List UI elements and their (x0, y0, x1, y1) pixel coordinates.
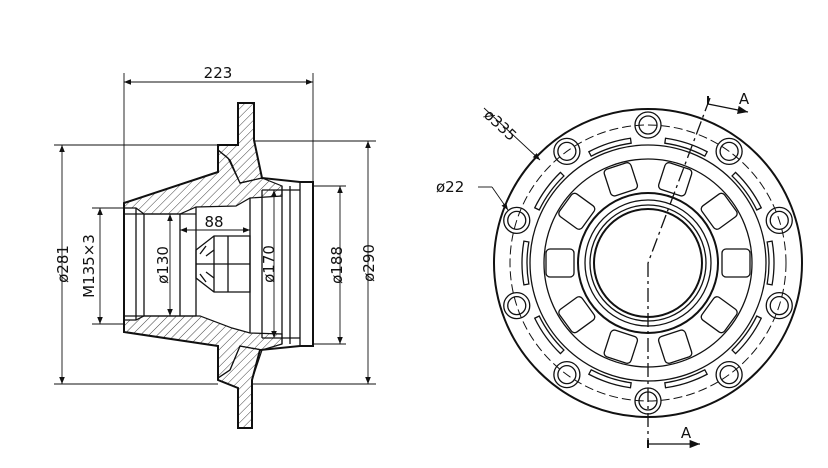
hub-pocket (558, 192, 596, 230)
section-line-a: A A (647, 90, 750, 449)
dim-pcd: ø335 (480, 106, 541, 161)
flange-hatch-bottom (217, 345, 263, 429)
bolt-hole-outer (765, 291, 793, 320)
dim-pcd-text: ø335 (480, 106, 520, 145)
hub-pocket (700, 296, 738, 334)
hub-pocket (603, 329, 639, 364)
dim-d130: ø130 (154, 214, 173, 316)
slot-arc (731, 315, 763, 355)
dim-d290-text: ø290 (360, 244, 378, 282)
dim-hole-text: ø22 (436, 178, 464, 196)
bolt-hole-inner (719, 364, 739, 385)
hub-pocket (721, 248, 751, 278)
hub-pocket (657, 162, 693, 197)
bolt-holes (503, 111, 793, 415)
slot-arc (587, 368, 632, 389)
slot-arc (664, 137, 709, 158)
dim-d170-text: ø170 (260, 245, 278, 283)
slot-arc (521, 240, 530, 286)
bolt-hole-outer (634, 111, 662, 139)
dim-d170: ø170 (260, 190, 278, 338)
dim-length-text: 223 (204, 64, 233, 82)
hub-pocket (700, 192, 738, 230)
bolt-hole-outer (553, 360, 581, 389)
slot-arc (766, 240, 775, 286)
section-hatch-bottom (123, 315, 283, 380)
hub-pocket (545, 248, 575, 278)
hub-pocket (603, 162, 639, 197)
side-section-view: 223 88 ø281 M135×3 ø130 (54, 64, 378, 429)
bolt-hole-outer (503, 291, 531, 320)
dim-d281-text: ø281 (54, 245, 72, 283)
front-view: A A ø335 ø22 (436, 90, 803, 449)
section-label-top: A (739, 90, 750, 108)
bolt-hole-outer (765, 206, 793, 235)
dim-d188-text: ø188 (328, 246, 346, 284)
bolt-hole-outer (503, 206, 531, 235)
slot-arc (533, 315, 565, 355)
dim-inner-88: 88 (179, 213, 251, 233)
bolt-hole-outer (553, 137, 581, 166)
bolt-hole-inner (507, 295, 527, 316)
bolt-hole-inner (719, 141, 739, 162)
bolt-hole-inner (557, 364, 577, 385)
dim-d290: ø290 (252, 140, 378, 385)
dim-length-223: 223 (123, 64, 314, 203)
dim-hole: ø22 (436, 178, 509, 211)
hub-pocket (657, 329, 693, 364)
hub-pocket (558, 296, 596, 334)
hub-pockets (545, 162, 751, 364)
bolt-hole-inner (769, 295, 789, 316)
slot-arc (533, 171, 565, 211)
dim-d130-text: ø130 (154, 246, 172, 284)
dim-inner-text: 88 (204, 213, 223, 231)
bolt-hole-inner (507, 210, 527, 231)
dim-d281: ø281 (54, 144, 218, 385)
bolt-hole-inner (769, 210, 789, 231)
grease-nipple (195, 235, 251, 293)
section-label-bottom: A (681, 424, 692, 442)
bolt-hole-inner (557, 141, 577, 162)
flange-hatch-top (217, 102, 263, 184)
slot-arc (587, 137, 632, 158)
slot-arc (664, 368, 709, 389)
dim-thread-text: M135×3 (80, 234, 98, 298)
dim-thread: M135×3 (80, 207, 124, 325)
slot-arc (731, 171, 763, 211)
dim-d188: ø188 (313, 185, 346, 345)
bolt-hole-inner (638, 115, 658, 135)
bolt-hole-outer (715, 360, 743, 389)
slot-arcs (521, 137, 775, 389)
bolt-hole-outer (715, 137, 743, 166)
